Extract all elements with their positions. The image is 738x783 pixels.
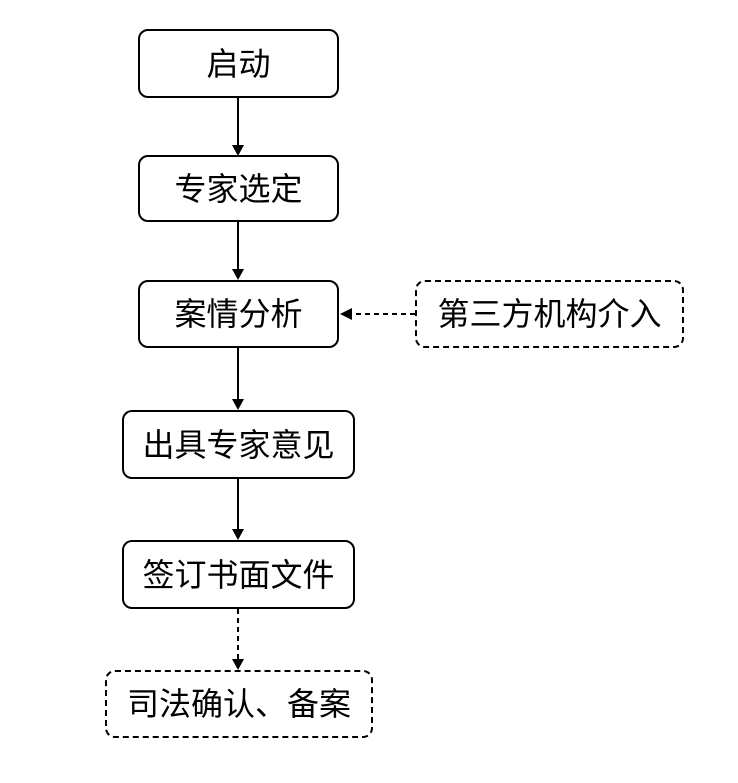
edge-sign-documents-to-judicial-confirmation-arrowhead xyxy=(232,659,244,670)
node-judicial-confirmation: 司法确认、备案 xyxy=(105,670,373,738)
node-case-analysis: 案情分析 xyxy=(138,280,339,348)
node-expert-selection: 专家选定 xyxy=(138,155,339,222)
node-expert-opinion: 出具专家意见 xyxy=(122,410,355,479)
node-sign-documents: 签订书面文件 xyxy=(122,540,355,609)
edge-case-analysis-to-expert-opinion-arrowhead xyxy=(232,399,244,410)
edge-start-to-expert-selection-arrowhead xyxy=(232,145,244,156)
node-third-party-involvement: 第三方机构介入 xyxy=(415,280,684,348)
edge-expert-selection-to-case-analysis-arrowhead xyxy=(232,269,244,280)
edge-third-party-to-case-analysis-arrowhead xyxy=(340,308,352,320)
node-start: 启动 xyxy=(138,29,339,98)
edge-expert-opinion-to-sign-documents-arrowhead xyxy=(232,529,244,540)
